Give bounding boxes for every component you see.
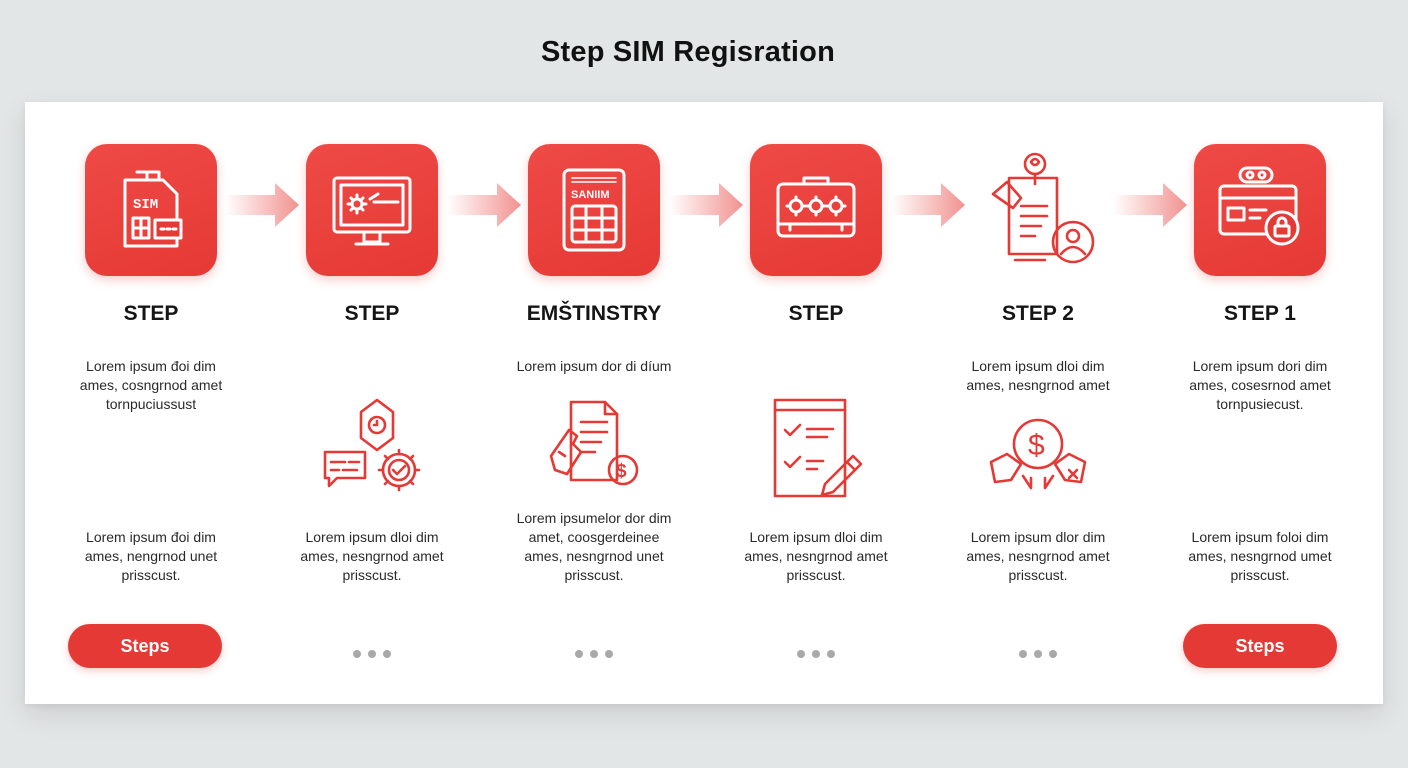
checklist-icon xyxy=(773,398,863,498)
step-description-bottom: Lorem ipsum dloi dim ames, nesngrnod ame… xyxy=(744,529,888,583)
arrow-right-icon xyxy=(669,183,743,227)
arrow-right-icon xyxy=(891,183,965,227)
document-payment-icon: $ xyxy=(549,400,639,486)
svg-text:$: $ xyxy=(616,461,627,482)
step-column-2: STEP Lorem ipsum dloi dim ames, nesngrno… xyxy=(261,102,483,704)
step-description-bottom: Lorem ipsum đoi dim ames, nengrnod unet … xyxy=(84,529,218,583)
arrow-right-icon xyxy=(447,183,521,227)
step-description-top: Lorem ipsum đoi dim ames, cosngrnod amet… xyxy=(79,358,223,412)
step-label: STEP 2 xyxy=(1002,302,1074,325)
step-column-1: SIM STEP Lorem ipsum đoi dim ames, cosng… xyxy=(40,102,262,704)
sim-chip-icon: SANIIM xyxy=(562,168,626,252)
step-description-top: Lorem ipsum dori dim ames, cosesrnod ame… xyxy=(1189,358,1331,412)
briefcase-gears-icon xyxy=(776,176,856,238)
step-tile-6[interactable] xyxy=(1194,144,1326,276)
step-tile-3[interactable]: SANIIM xyxy=(528,144,660,276)
step-column-3: SANIIM EMŠTINSTRY Lorem ipsum dor di díu… xyxy=(483,102,705,704)
step-description-top: Lorem ipsum dor di díum xyxy=(516,358,672,374)
step-column-5: STEP 2 Lorem ipsum dloi dim ames, nesngr… xyxy=(927,102,1149,704)
step-column-4: STEP Lorem ipsum dloi dim ames, nesngrno… xyxy=(705,102,927,704)
svg-text:SIM: SIM xyxy=(133,197,158,213)
step-column-6: STEP 1 Lorem ipsum dori dim ames, cosesr… xyxy=(1149,102,1371,704)
steps-card: SIM STEP Lorem ipsum đoi dim ames, cosng… xyxy=(25,102,1383,704)
steps-button[interactable]: Steps xyxy=(1183,624,1337,668)
step-label: STEP xyxy=(788,302,844,325)
arrow-right-icon xyxy=(1113,183,1187,227)
step-tile-4[interactable] xyxy=(750,144,882,276)
dollar-handshake-icon: $ xyxy=(989,418,1087,490)
step-label: STEP xyxy=(123,302,179,325)
arrow-right-icon xyxy=(225,183,299,227)
step-description-bottom: Lorem ipsum dlor dim ames, nesngrnod ame… xyxy=(966,529,1110,583)
step-label: STEP xyxy=(344,302,400,325)
step-description-bottom: Lorem ipsum dloi dim ames, nesngrnod ame… xyxy=(300,529,444,583)
sim-card-icon: SIM xyxy=(123,170,183,248)
id-document-user-icon xyxy=(991,152,1095,264)
step-description-top: Lorem ipsum dloi dim ames, nesngrnod ame… xyxy=(966,358,1110,393)
step-tile-1[interactable]: SIM xyxy=(85,144,217,276)
pagination-dots xyxy=(261,650,483,658)
computer-monitor-icon xyxy=(332,176,412,246)
step-description-bottom: Lorem ipsumelor dor dim amet, coosgerdei… xyxy=(516,510,672,583)
pagination-dots xyxy=(705,650,927,658)
pagination-dots xyxy=(483,650,705,658)
step-label: STEP 1 xyxy=(1224,302,1296,325)
step-tile-2[interactable] xyxy=(306,144,438,276)
svg-text:SANIIM: SANIIM xyxy=(571,189,610,201)
step-label: EMŠTINSTRY xyxy=(526,302,662,325)
svg-text:$: $ xyxy=(1028,429,1045,462)
page-title: Step SIM Regisration xyxy=(540,36,836,68)
step-description-bottom: Lorem ipsum foloi dim ames, nesngrnod um… xyxy=(1188,529,1332,583)
pagination-dots xyxy=(927,650,1149,658)
id-card-lock-icon xyxy=(1218,166,1300,246)
steps-button[interactable]: Steps xyxy=(68,624,222,668)
settings-chat-icon xyxy=(323,398,421,492)
